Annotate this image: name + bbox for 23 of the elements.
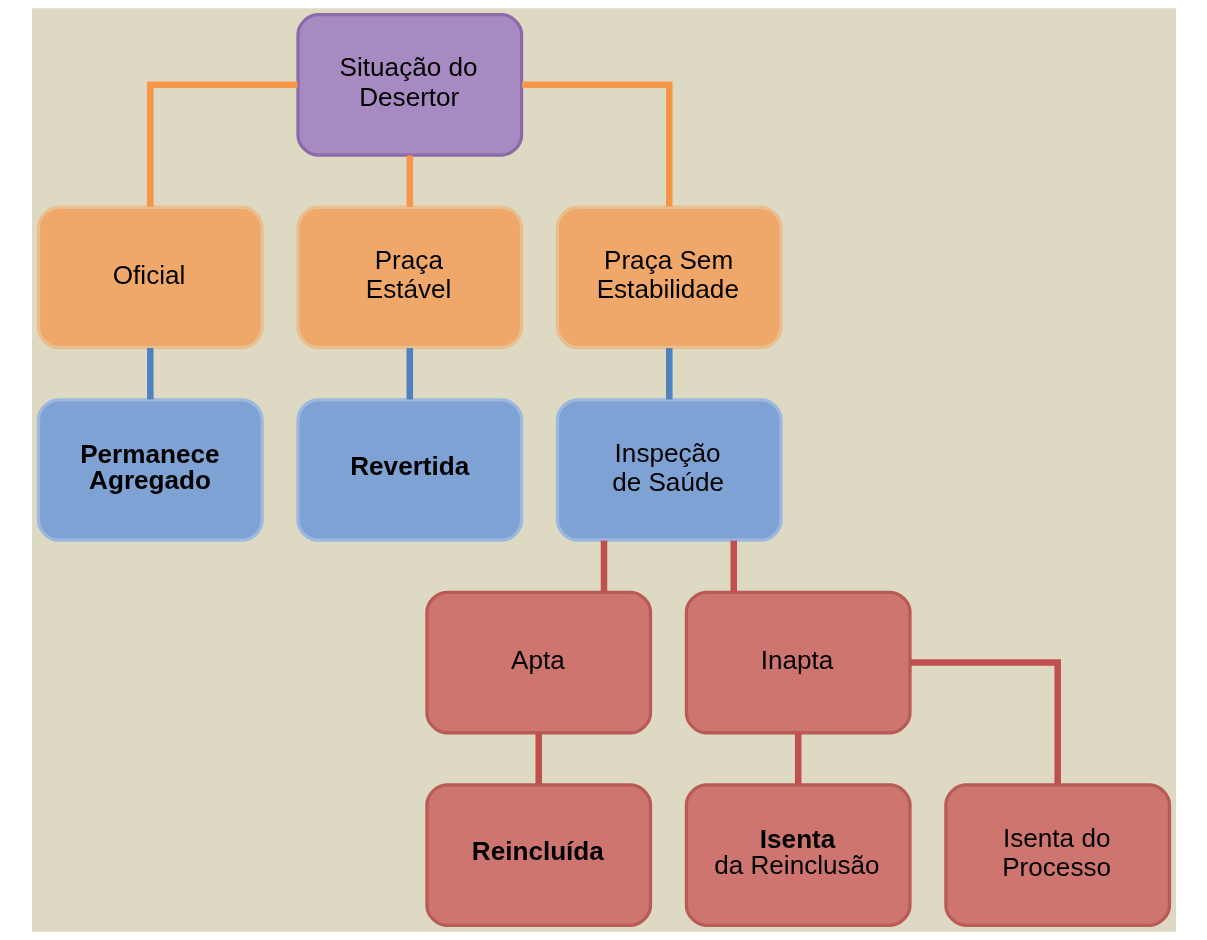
connector — [406, 155, 413, 207]
connector — [146, 348, 154, 400]
connector — [146, 81, 297, 207]
node-box: Inapta — [684, 590, 912, 735]
node-box: Situação do Desertor — [295, 13, 523, 157]
node-box: Inspeção de Saúde — [555, 398, 783, 542]
node-box: Praça Estável — [295, 205, 523, 350]
connector — [794, 733, 801, 785]
node-box: Isenta do Processo — [943, 783, 1171, 927]
connector — [406, 348, 413, 400]
node-box: Permanece Agregado — [36, 398, 264, 542]
connector — [534, 733, 542, 785]
connector — [521, 81, 673, 207]
node-box: Reincluída — [424, 783, 652, 927]
connector — [665, 348, 673, 400]
node-box: Oficial — [36, 205, 264, 350]
connector — [600, 540, 607, 592]
connector — [910, 659, 1061, 785]
node-box: Praça Sem Estabilidade — [555, 205, 783, 350]
node-box: Revertida — [295, 398, 523, 542]
connector — [729, 540, 737, 592]
node-box: Apta — [424, 590, 652, 735]
node-box: Isenta da Reinclusão — [684, 783, 912, 927]
